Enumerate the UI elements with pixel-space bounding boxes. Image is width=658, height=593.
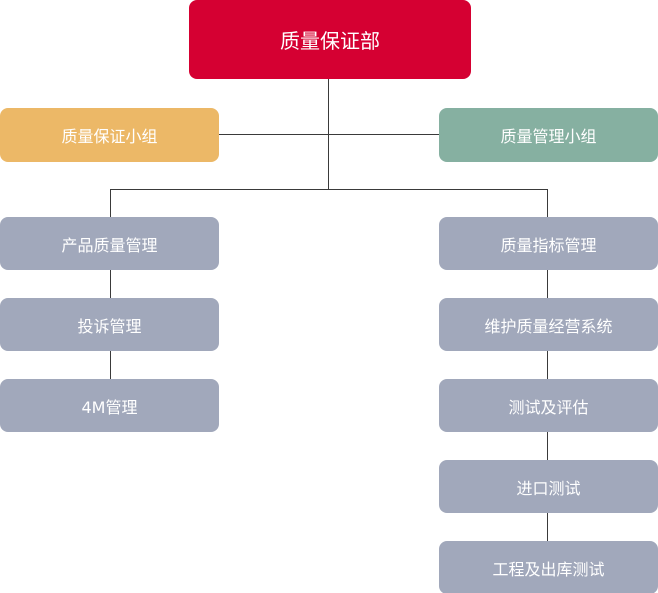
leaf-node-quality-metrics: 质量指标管理 bbox=[439, 217, 658, 270]
connector-right-2-3 bbox=[547, 351, 548, 379]
leaf-node-quality-system: 维护质量经营系统 bbox=[439, 298, 658, 351]
leaf-node-label: 产品质量管理 bbox=[61, 235, 158, 255]
leaf-node-label: 4M管理 bbox=[81, 397, 138, 417]
leaf-node-testing-evaluation: 测试及评估 bbox=[439, 379, 658, 432]
leaf-node-label: 投诉管理 bbox=[77, 316, 142, 336]
root-node-quality-assurance-dept: 质量保证部 bbox=[189, 0, 471, 79]
group-node-quality-assurance: 质量保证小组 bbox=[0, 108, 219, 162]
group-node-label: 质量管理小组 bbox=[500, 127, 597, 146]
leaf-node-4m: 4M管理 bbox=[0, 379, 219, 432]
connector-right-3-4 bbox=[547, 432, 548, 460]
group-node-label: 质量保证小组 bbox=[61, 127, 158, 146]
connector-right-1-2 bbox=[547, 270, 548, 298]
leaf-node-label: 质量指标管理 bbox=[500, 235, 597, 255]
leaf-node-complaints: 投诉管理 bbox=[0, 298, 219, 351]
connector-right-4-5 bbox=[547, 513, 548, 541]
connector-left-drop bbox=[110, 189, 111, 217]
leaf-node-import-testing: 进口测试 bbox=[439, 460, 658, 513]
leaf-node-label: 工程及出库测试 bbox=[492, 559, 605, 579]
connector-groups-horizontal bbox=[219, 134, 439, 135]
group-node-quality-management: 质量管理小组 bbox=[439, 108, 658, 162]
connector-left-1-2 bbox=[110, 270, 111, 298]
connector-left-2-3 bbox=[110, 351, 111, 379]
leaf-node-label: 维护质量经营系统 bbox=[484, 316, 613, 336]
leaf-node-label: 测试及评估 bbox=[508, 397, 589, 417]
leaf-node-label: 进口测试 bbox=[516, 478, 581, 498]
leaf-node-process-outbound-testing: 工程及出库测试 bbox=[439, 541, 658, 593]
connector-right-drop bbox=[547, 189, 548, 217]
root-node-label: 质量保证部 bbox=[280, 29, 380, 53]
connector-branches-horizontal bbox=[110, 189, 548, 190]
leaf-node-product-quality: 产品质量管理 bbox=[0, 217, 219, 270]
